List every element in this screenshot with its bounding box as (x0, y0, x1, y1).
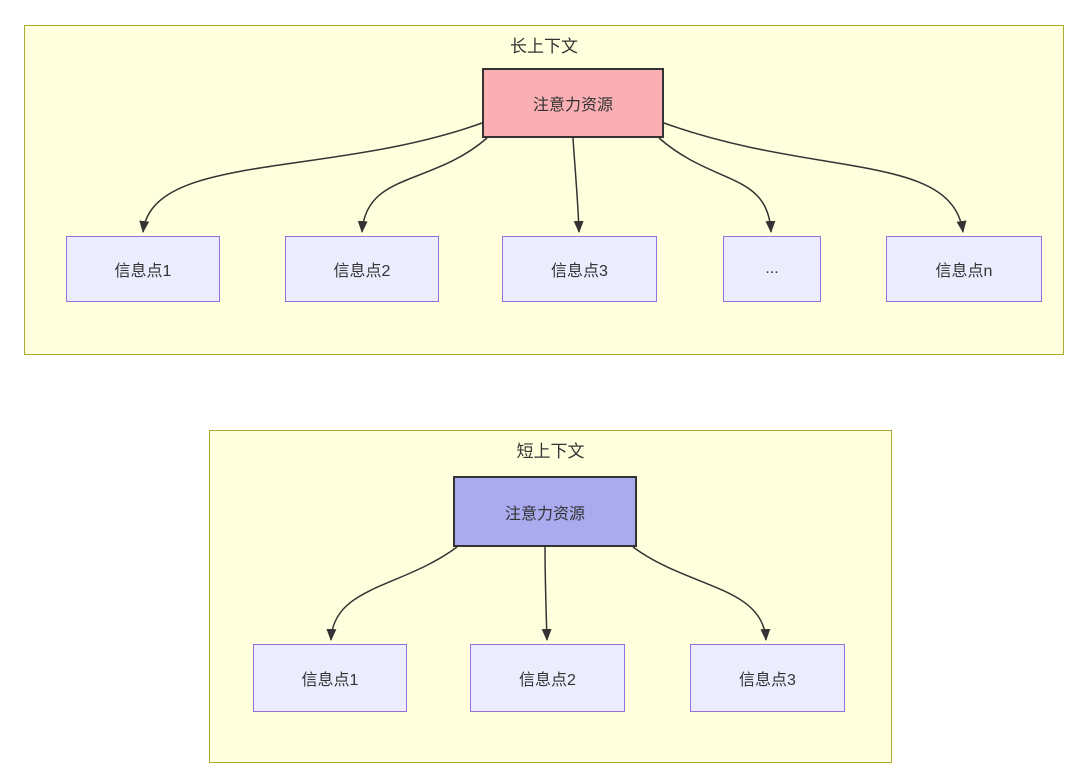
short-info-node-1: 信息点1 (253, 644, 407, 712)
short-info-node-2: 信息点2 (470, 644, 625, 712)
long-info-node-3: 信息点3 (502, 236, 657, 302)
long-info-node-n: 信息点n (886, 236, 1042, 302)
long-attention-resource-node: 注意力资源 (482, 68, 664, 138)
long-info-node-ellipsis: ... (723, 236, 821, 302)
short-info-node-3: 信息点3 (690, 644, 845, 712)
long-context-cluster-title: 长上下文 (510, 37, 578, 56)
short-attention-resource-node: 注意力资源 (453, 476, 637, 547)
short-context-cluster-title: 短上下文 (516, 442, 585, 461)
long-info-node-2: 信息点2 (285, 236, 439, 302)
long-info-node-1: 信息点1 (66, 236, 220, 302)
